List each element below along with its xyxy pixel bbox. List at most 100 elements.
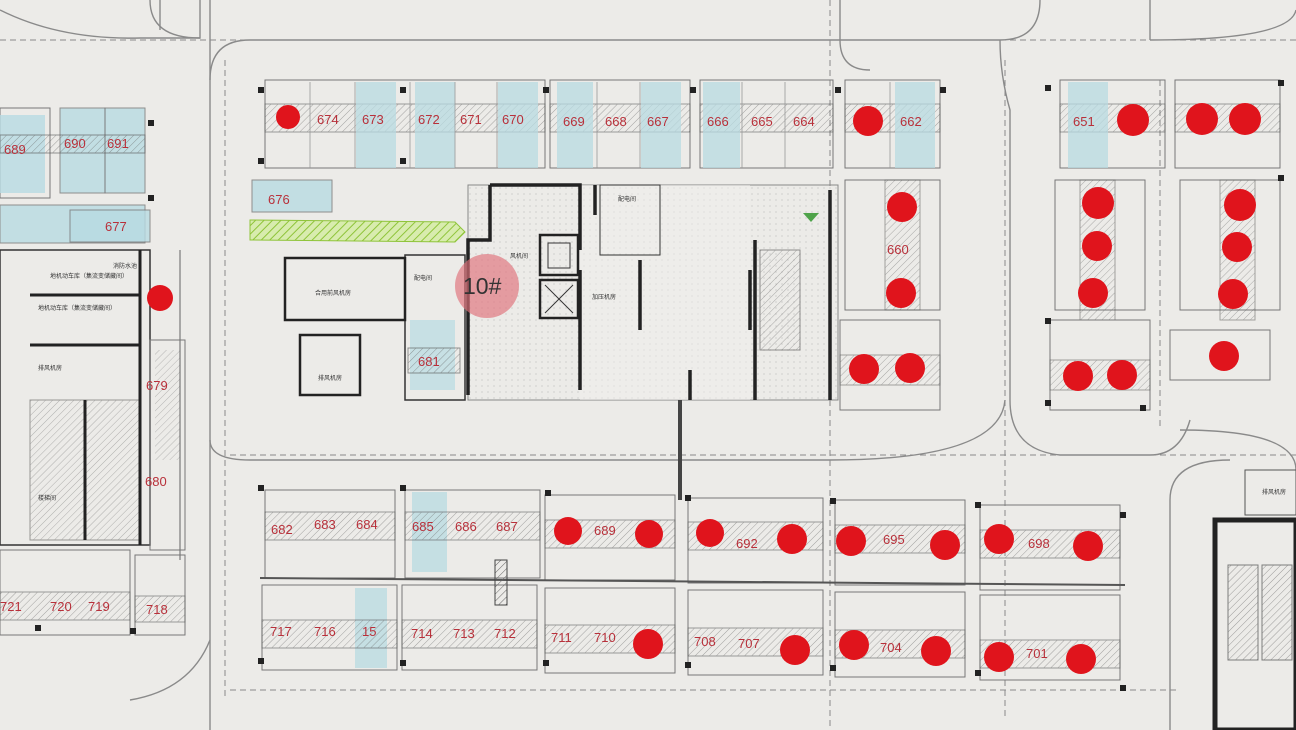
room-label-2: 加压机房	[592, 293, 616, 301]
slot-label-669: 669	[563, 114, 585, 129]
slot-label-682: 682	[271, 522, 293, 537]
slot-label-720: 720	[50, 599, 72, 614]
sold-marker[interactable]	[930, 530, 960, 560]
room-label-8: 地机动车库（集流变储藏间）	[50, 272, 128, 280]
slot-label-679: 679	[146, 378, 168, 393]
slot-label-689: 689	[594, 523, 616, 538]
sold-marker[interactable]	[780, 635, 810, 665]
slot-label-687: 687	[496, 519, 518, 534]
slot-label-691: 691	[107, 136, 129, 151]
sold-markers	[147, 103, 1261, 674]
sold-marker[interactable]	[887, 192, 917, 222]
slot-label-719: 719	[88, 599, 110, 614]
slot-label-698: 698	[1028, 536, 1050, 551]
slot-677-box	[69, 209, 151, 243]
room-label-11: 排风机房	[38, 364, 62, 372]
slot-label-666: 666	[707, 114, 729, 129]
sold-marker[interactable]	[1186, 103, 1218, 135]
slot-label-710: 710	[594, 630, 616, 645]
sold-marker[interactable]	[1063, 361, 1093, 391]
slot-labels: 674 673 672 671 670 669 668 667 666 665 …	[0, 112, 1095, 661]
slot-label-686: 686	[455, 519, 477, 534]
sold-marker[interactable]	[836, 526, 866, 556]
sold-marker[interactable]	[886, 278, 916, 308]
slot-label-681: 681	[418, 354, 440, 369]
sold-marker[interactable]	[1117, 104, 1149, 136]
sold-marker[interactable]	[1082, 187, 1114, 219]
sold-marker[interactable]	[839, 630, 869, 660]
slot-label-690: 690	[64, 136, 86, 151]
slot-label-673: 673	[362, 112, 384, 127]
slot-label-708: 708	[694, 634, 716, 649]
sold-marker[interactable]	[1218, 279, 1248, 309]
direction-marker-icon	[803, 213, 819, 222]
sold-marker[interactable]	[1082, 231, 1112, 261]
slot-676-box	[251, 179, 333, 213]
sold-marker[interactable]	[984, 524, 1014, 554]
slot-label-717: 717	[270, 624, 292, 639]
room-label-6: 排风机房	[1262, 488, 1286, 496]
sold-marker[interactable]	[1209, 341, 1239, 371]
slot-label-674: 674	[317, 112, 339, 127]
sold-marker[interactable]	[276, 105, 300, 129]
sold-marker[interactable]	[1224, 189, 1256, 221]
slot-label-670: 670	[502, 112, 524, 127]
sold-marker[interactable]	[921, 636, 951, 666]
slot-label-704: 704	[880, 640, 902, 655]
slot-label-672: 672	[418, 112, 440, 127]
slot-label-664: 664	[793, 114, 815, 129]
column-dots	[35, 80, 1284, 691]
slot-label-662: 662	[900, 114, 922, 129]
sold-marker[interactable]	[1073, 531, 1103, 561]
room-label-12: 楼梯间	[38, 494, 56, 502]
room-label-4: 合用前风机房	[315, 289, 351, 297]
sold-marker[interactable]	[849, 354, 879, 384]
sold-marker[interactable]	[633, 629, 663, 659]
slot-label-667: 667	[647, 114, 669, 129]
sold-marker[interactable]	[853, 106, 883, 136]
sold-marker[interactable]	[1066, 644, 1096, 674]
room-labels: 配电间 加压机房 配电间 合用前风机房 排风机房 排风机房 风机间 地机动车库（…	[38, 195, 1286, 502]
slot-label-707: 707	[738, 636, 760, 651]
sold-marker[interactable]	[696, 519, 724, 547]
sold-marker[interactable]	[777, 524, 807, 554]
sold-marker[interactable]	[984, 642, 1014, 672]
building-10-marker[interactable]	[455, 254, 519, 318]
top-parking-row	[264, 79, 941, 169]
room-label-3: 配电间	[414, 274, 432, 282]
slot-label-671: 671	[460, 112, 482, 127]
slot-label-660: 660	[887, 242, 909, 257]
slot-label-668: 668	[605, 114, 627, 129]
slot-label-683: 683	[314, 517, 336, 532]
sold-marker[interactable]	[895, 353, 925, 383]
slot-label-665: 665	[751, 114, 773, 129]
room-label-10: 地机动车库（集流变储藏间）	[38, 304, 116, 312]
building-10-label: 10#	[463, 273, 502, 299]
sold-marker[interactable]	[1222, 232, 1252, 262]
slot-label-651: 651	[1073, 114, 1095, 129]
room-label-1: 配电间	[618, 195, 636, 203]
left-building	[0, 249, 186, 551]
slot-label-695: 695	[883, 532, 905, 547]
sold-marker[interactable]	[554, 517, 582, 545]
slot-label-718: 718	[146, 602, 168, 617]
room-label-9: 消防水池	[113, 262, 137, 270]
slot-label-713: 713	[453, 626, 475, 641]
sold-marker[interactable]	[1229, 103, 1261, 135]
slot-label-714: 714	[411, 626, 433, 641]
slot-label-685: 685	[412, 519, 434, 534]
slot-label-692: 692	[736, 536, 758, 551]
core-building	[283, 183, 839, 500]
slot-label-701: 701	[1026, 646, 1048, 661]
bottom-right-stair-core	[1212, 469, 1296, 730]
sold-marker[interactable]	[635, 520, 663, 548]
sold-marker[interactable]	[1078, 278, 1108, 308]
room-label-7: 风机间	[510, 252, 528, 260]
bottom-left-parking-row	[0, 549, 186, 636]
slot-label-684: 684	[356, 517, 378, 532]
room-label-5: 排风机房	[318, 374, 342, 382]
sold-marker[interactable]	[1107, 360, 1137, 390]
slot-label-715: 15	[362, 624, 376, 639]
sold-marker[interactable]	[147, 285, 173, 311]
